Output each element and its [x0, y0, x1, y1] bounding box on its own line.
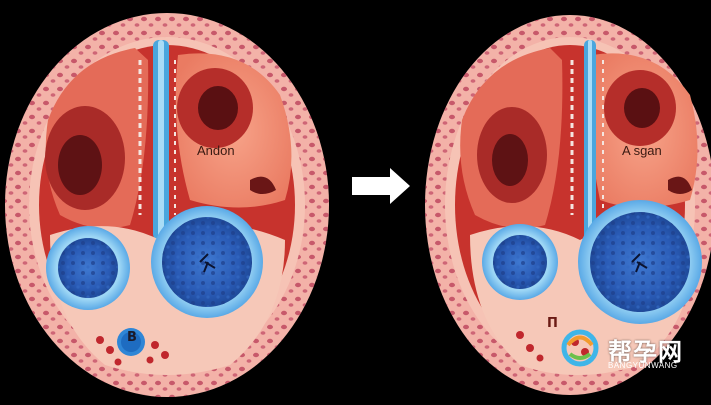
- watermark-english-text: BANGYUNWANG: [608, 361, 678, 370]
- right-corner-mark: Π: [547, 316, 558, 331]
- right-section-label: A sgan: [622, 143, 662, 158]
- left-corner-mark: B: [127, 330, 137, 345]
- left-section-label: Andon: [197, 143, 235, 158]
- watermark: 帮孕网 BANGYUNWANG: [558, 330, 708, 375]
- watermark-chinese-text: 帮孕网: [608, 338, 683, 366]
- right-cross-section: [425, 15, 711, 395]
- right-arrow-icon: [352, 168, 410, 204]
- left-cross-section: [5, 13, 329, 397]
- watermark-logo-icon: [561, 329, 599, 367]
